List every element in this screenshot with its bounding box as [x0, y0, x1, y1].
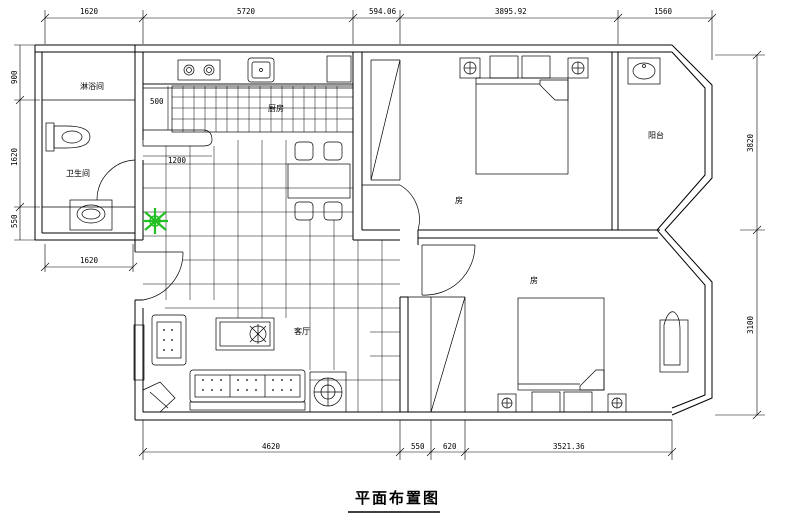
- page-title: 平面布置图: [355, 489, 440, 507]
- doors: [96, 159, 476, 301]
- dim-left-2: 1620: [10, 147, 19, 166]
- dim-left-bottom: 1620: [80, 256, 99, 265]
- dim-top-2: 5720: [237, 7, 256, 16]
- room-label-bathroom: 卫生间: [66, 168, 90, 178]
- dim-bottom-1: 4620: [262, 442, 281, 451]
- drawing-title: 平面布置图: [348, 489, 440, 513]
- balcony: 阳台: [627, 57, 664, 140]
- room-label-kitchen: 厨房: [268, 103, 284, 113]
- coffee-table: [215, 317, 275, 351]
- living-room: 客厅: [133, 314, 347, 413]
- dim-top-5: 1560: [654, 7, 673, 16]
- dim-left-1: 900: [10, 70, 19, 84]
- bottom-dimension-line: 4620 550 620 3521.36: [138, 420, 677, 460]
- dim-top-3: 594.06: [369, 7, 397, 16]
- dim-bottom-3: 620: [443, 442, 457, 451]
- washbasin-icon: [69, 199, 113, 231]
- corner-table: [142, 381, 176, 413]
- bedroom-bottom: 房: [497, 275, 689, 413]
- dim-kitchen-depth: 500: [150, 97, 164, 106]
- desk-chair: [659, 311, 689, 373]
- dim-left-3: 550: [10, 214, 19, 228]
- shower-room: 淋浴间: [80, 81, 104, 91]
- kitchen-sink-icon: [247, 57, 275, 83]
- interior-walls: [42, 45, 660, 413]
- exterior-walls: [34, 44, 713, 421]
- toilet-icon: [45, 122, 91, 152]
- kitchen-tiled-counter: [171, 85, 354, 133]
- room-label-balcony: 阳台: [648, 130, 664, 140]
- nightstand-lamp-icon-2: [567, 57, 589, 79]
- dining-table: [287, 141, 351, 221]
- dim-top-4: 3895.92: [495, 7, 527, 16]
- room-label-shower: 淋浴间: [80, 81, 104, 91]
- right-dimension-line: 3820 3100: [715, 50, 765, 420]
- dim-bottom-4: 3521.36: [553, 442, 585, 451]
- room-label-living: 客厅: [294, 326, 310, 336]
- room-label-bedroom-top: 房: [455, 195, 463, 205]
- bathroom: 卫生间: [45, 122, 113, 231]
- armchair-left: [151, 314, 187, 366]
- stove-icon: [177, 59, 221, 81]
- floor-tiles: [143, 140, 400, 412]
- dim-top-1: 1620: [80, 7, 99, 16]
- side-table-lamp-icon: [309, 371, 347, 413]
- nightstand-lamp-icon: [459, 57, 481, 79]
- dim-counter-length: 1200: [168, 156, 187, 165]
- dim-bottom-2: 550: [411, 442, 425, 451]
- nightstand-lamp-icon-3: [497, 393, 517, 413]
- sofa: [189, 369, 306, 411]
- nightstand-lamp-icon-4: [607, 393, 627, 413]
- top-dimension-line: 1620 5720 594.06 3895.92 1560: [40, 7, 717, 60]
- left-bottom-dimension: 1620: [40, 244, 138, 272]
- plant-icon: [143, 208, 168, 234]
- room-label-bedroom-bottom: 房: [530, 275, 538, 285]
- kitchen: 500 1200 厨房: [142, 51, 354, 221]
- dim-right-2: 3100: [746, 315, 755, 334]
- dim-right-1: 3820: [746, 133, 755, 152]
- bedroom-top: 房: [455, 55, 589, 205]
- balcony-sink-icon: [627, 57, 661, 85]
